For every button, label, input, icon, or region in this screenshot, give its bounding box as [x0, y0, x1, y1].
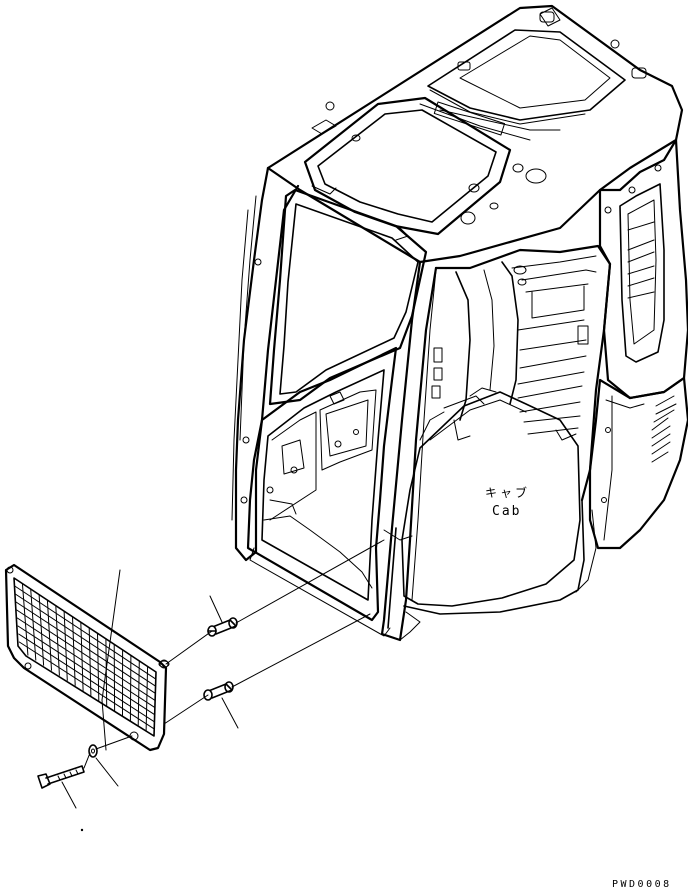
drawing-code: PWD0008	[612, 879, 672, 890]
stray-dot	[80, 828, 84, 832]
front-guard-mesh	[4, 563, 170, 752]
assembly-lines	[83, 539, 385, 769]
leader-lines	[61, 569, 239, 809]
cab-label-english: Cab	[492, 504, 522, 519]
cab	[231, 4, 688, 642]
spacer-lower	[203, 681, 234, 701]
spacer-upper	[207, 617, 238, 637]
washer	[88, 744, 98, 758]
bolt	[37, 765, 85, 789]
cab-label-japanese: キャブ	[485, 486, 531, 500]
